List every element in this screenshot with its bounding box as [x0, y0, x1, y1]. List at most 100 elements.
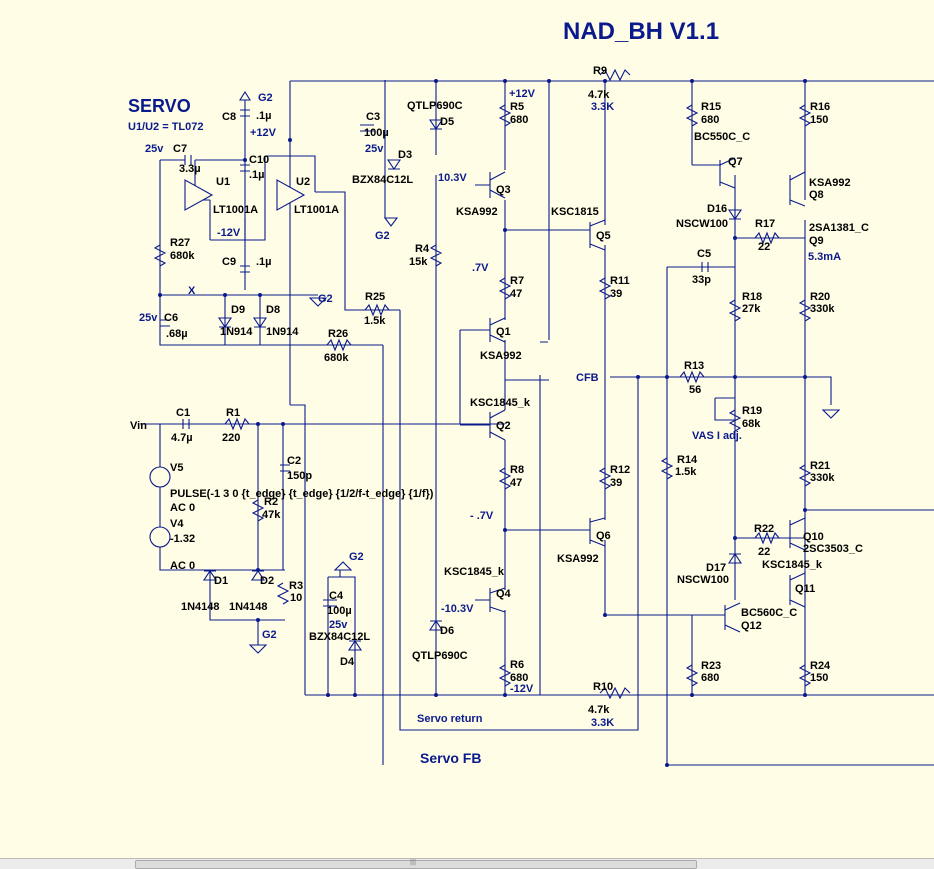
component-label: 25v [365, 143, 384, 155]
component-label: .1µ [249, 169, 265, 181]
component-label: 330k [810, 303, 835, 315]
component-label: R13 [684, 360, 705, 372]
component-label: QTLP690C [407, 100, 463, 112]
component-label: R24 [810, 660, 831, 672]
component-label: R10 [593, 681, 614, 693]
component-label: 1N914 [266, 326, 299, 338]
servo-heading: SERVO [128, 96, 191, 116]
component-label: C2 [287, 455, 302, 467]
component-label: V5 [170, 462, 184, 474]
component-label: - .7V [470, 510, 494, 522]
servo-fb-label: Servo FB [420, 750, 482, 766]
component-label: Servo return [417, 713, 483, 725]
component-label: R12 [610, 464, 631, 476]
scrollbar-grip-icon: ||| [410, 859, 417, 866]
component-label: R1 [226, 407, 241, 419]
component-label: Q6 [596, 530, 611, 542]
component-label: 56 [689, 384, 702, 396]
component-label: X [188, 285, 196, 297]
component-label: D16 [707, 203, 728, 215]
component-label: R4 [415, 243, 430, 255]
servo-note: U1/U2 = TL072 [128, 121, 204, 133]
component-label: KSA992 [809, 177, 851, 189]
component-label: R26 [328, 328, 349, 340]
component-label: 1N4148 [229, 601, 268, 613]
component-label: D4 [340, 656, 355, 668]
component-label: R19 [742, 405, 763, 417]
component-label: KSA992 [557, 553, 599, 565]
component-label: PULSE(-1 3 0 {t_edge} {t_edge} {1/2/f-t_… [170, 488, 434, 500]
component-label: -10.3V [441, 603, 474, 615]
component-label: U2 [296, 176, 311, 188]
component-label: KSA992 [480, 350, 522, 362]
component-label: R16 [810, 101, 831, 113]
component-label: D9 [231, 304, 246, 316]
component-label: C1 [176, 407, 191, 419]
component-label: R8 [510, 464, 525, 476]
component-label: D1 [214, 575, 229, 587]
component-label: LT1001A [213, 204, 259, 216]
component-label: 150p [287, 470, 313, 482]
component-label: R20 [810, 291, 831, 303]
component-label: Q7 [728, 156, 743, 168]
component-label: 150 [810, 672, 829, 684]
component-label: 100µ [327, 605, 352, 617]
component-label: G2 [318, 293, 333, 305]
component-label: 680 [701, 114, 720, 126]
component-label: R23 [701, 660, 722, 672]
component-label: 10 [290, 592, 303, 604]
component-label: 10.3V [438, 172, 467, 184]
component-label: V4 [170, 518, 184, 530]
component-label: -1.32 [170, 533, 196, 545]
component-label: BZX84C12L [352, 174, 414, 186]
component-label: C10 [249, 154, 270, 166]
component-label: 47 [510, 477, 523, 489]
component-label: U1 [216, 176, 231, 188]
component-label: Q8 [809, 189, 824, 201]
component-label: NSCW100 [676, 218, 728, 230]
component-label: KSC1845_k [444, 566, 504, 578]
horizontal-scrollbar[interactable]: ||| [0, 858, 934, 869]
component-label: 25v [329, 619, 348, 631]
component-label: G2 [375, 230, 390, 242]
component-label: 4.7µ [171, 432, 193, 444]
component-label: R14 [677, 454, 698, 466]
component-label: R5 [510, 101, 525, 113]
component-label: D17 [706, 562, 727, 574]
component-label: 3.3K [591, 717, 615, 729]
component-label: R6 [510, 659, 525, 671]
component-label: R25 [365, 291, 386, 303]
component-label: 220 [222, 432, 241, 444]
component-label: R2 [264, 496, 279, 508]
component-label: CFB [576, 372, 599, 384]
component-label: R21 [810, 460, 831, 472]
component-label: Q10 [803, 531, 824, 543]
component-label: VAS I adj. [692, 430, 742, 442]
component-label: G2 [262, 629, 277, 641]
component-label: BC560C_C [741, 607, 798, 619]
component-label: .7V [472, 262, 489, 274]
component-label: Q11 [795, 583, 816, 595]
component-label: 33p [692, 274, 711, 286]
component-label: -12V [510, 683, 534, 695]
component-label: R15 [701, 101, 722, 113]
component-label: .1µ [256, 256, 272, 268]
component-label: C7 [173, 143, 188, 155]
component-label: R27 [170, 237, 191, 249]
component-label: 39 [610, 477, 623, 489]
component-label: D3 [398, 149, 413, 161]
component-label: C9 [222, 256, 237, 268]
component-label: R18 [742, 291, 763, 303]
component-label: 68k [742, 418, 761, 430]
component-label: D6 [440, 625, 455, 637]
component-label: 680k [170, 250, 195, 262]
component-label: 47k [262, 509, 281, 521]
component-label: 2SA1381_C [809, 222, 869, 234]
component-label: Q4 [496, 588, 511, 600]
component-label: .1µ [256, 110, 272, 122]
component-label: .68µ [166, 328, 188, 340]
component-label: R7 [510, 275, 525, 287]
component-label: D5 [440, 116, 455, 128]
component-label: R11 [610, 275, 630, 287]
